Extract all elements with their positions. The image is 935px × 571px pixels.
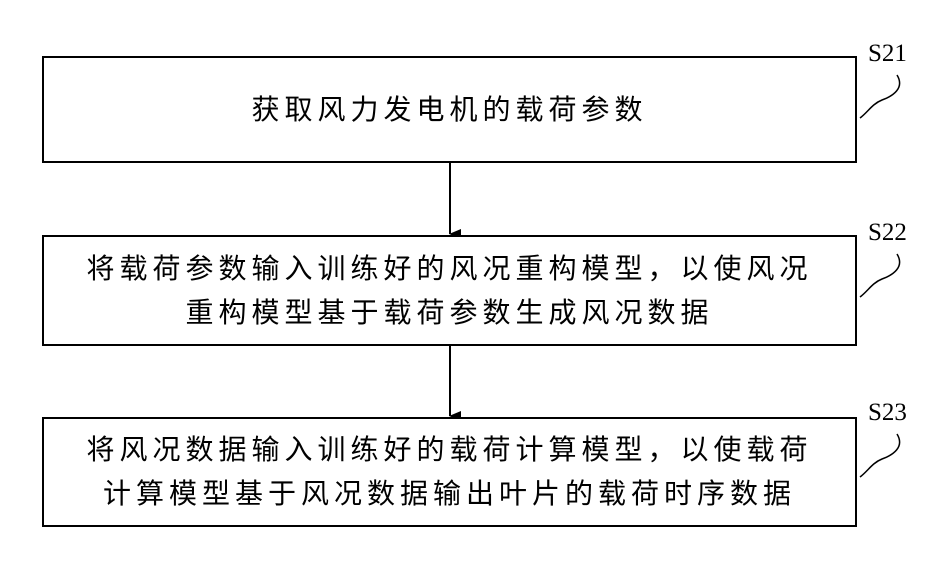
step-s22-text-line-2: 重构模型基于载荷参数生成风况数据	[185, 291, 713, 335]
step-s23-text-line-2: 计算模型基于风况数据输出叶片的载荷时序数据	[103, 472, 796, 516]
step-label-s22: S22	[868, 219, 907, 247]
step-s22-text-line-1: 将载荷参数输入训练好的风况重构模型，以使风况	[86, 247, 812, 291]
step-s23-text-line-1: 将风况数据输入训练好的载荷计算模型，以使载荷	[86, 428, 812, 472]
step-label-s21: S21	[868, 40, 907, 68]
label-leader-s22	[860, 254, 900, 297]
step-s21-text-line-1: 获取风力发电机的载荷参数	[251, 88, 647, 132]
label-leader-s23	[860, 434, 900, 477]
step-box-s23: 将风况数据输入训练好的载荷计算模型，以使载荷 计算模型基于风况数据输出叶片的载荷…	[42, 417, 857, 527]
label-leader-s21	[860, 75, 900, 118]
step-box-s22: 将载荷参数输入训练好的风况重构模型，以使风况 重构模型基于载荷参数生成风况数据	[42, 235, 857, 346]
step-box-s21: 获取风力发电机的载荷参数	[42, 56, 857, 163]
step-label-s23: S23	[868, 399, 907, 427]
